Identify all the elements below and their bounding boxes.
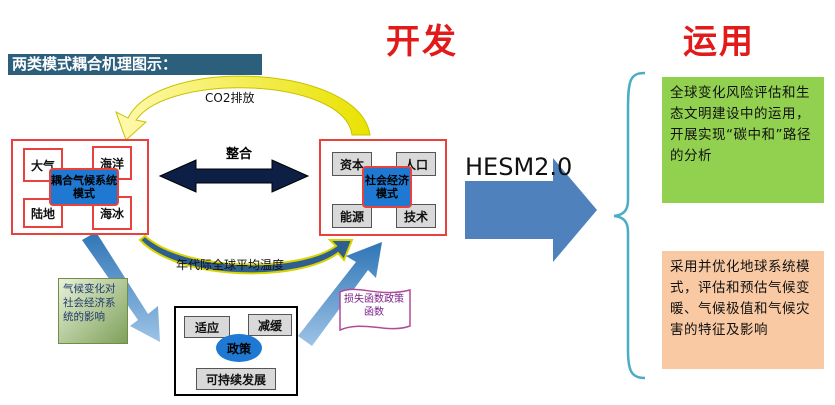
heading-apply: 运用 xyxy=(683,22,755,62)
adaptation-cell: 适应 xyxy=(184,316,230,338)
heading-develop: 开发 xyxy=(386,22,458,62)
climate-model-core: 耦合气候系统模式 xyxy=(49,168,119,206)
mitigation-cell: 减缓 xyxy=(248,314,292,336)
temperature-arc-arrow xyxy=(138,234,354,275)
socioeconomic-core: 社会经济模式 xyxy=(362,166,412,208)
co2-label: CO2排放 xyxy=(205,91,255,105)
hesm-arrow xyxy=(465,158,597,262)
land-cell: 陆地 xyxy=(23,198,63,228)
note-application-1: 全球变化风险评估和生态文明建设中的运用，开展实现“碳中和”路径的分析 xyxy=(662,77,824,203)
temperature-label: 年代际全球平均温度 xyxy=(176,258,285,272)
page-title: 两类模式耦合机理图示： xyxy=(8,54,262,75)
impact-note: 气候变化对社会经济系统的影响 xyxy=(58,278,128,344)
integration-double-arrow xyxy=(158,159,310,193)
note-application-2: 采用并优化地球系统模式，评估和预估气候变暖、气候极值和气候灾害的特征及影响 xyxy=(662,251,824,369)
hesm-label: HESM2.0 xyxy=(465,153,573,181)
damage-banner xyxy=(339,288,411,332)
sustainable-development-cell: 可持续发展 xyxy=(196,368,276,390)
policy-core: 政策 xyxy=(216,334,262,362)
damage-note: 损失函数政策函数 xyxy=(344,294,404,318)
co2-arc-arrow xyxy=(115,75,371,141)
integration-label: 整合 xyxy=(226,147,253,162)
energy-cell: 能源 xyxy=(332,204,372,228)
brace xyxy=(613,71,646,380)
technology-cell: 技术 xyxy=(396,204,436,228)
